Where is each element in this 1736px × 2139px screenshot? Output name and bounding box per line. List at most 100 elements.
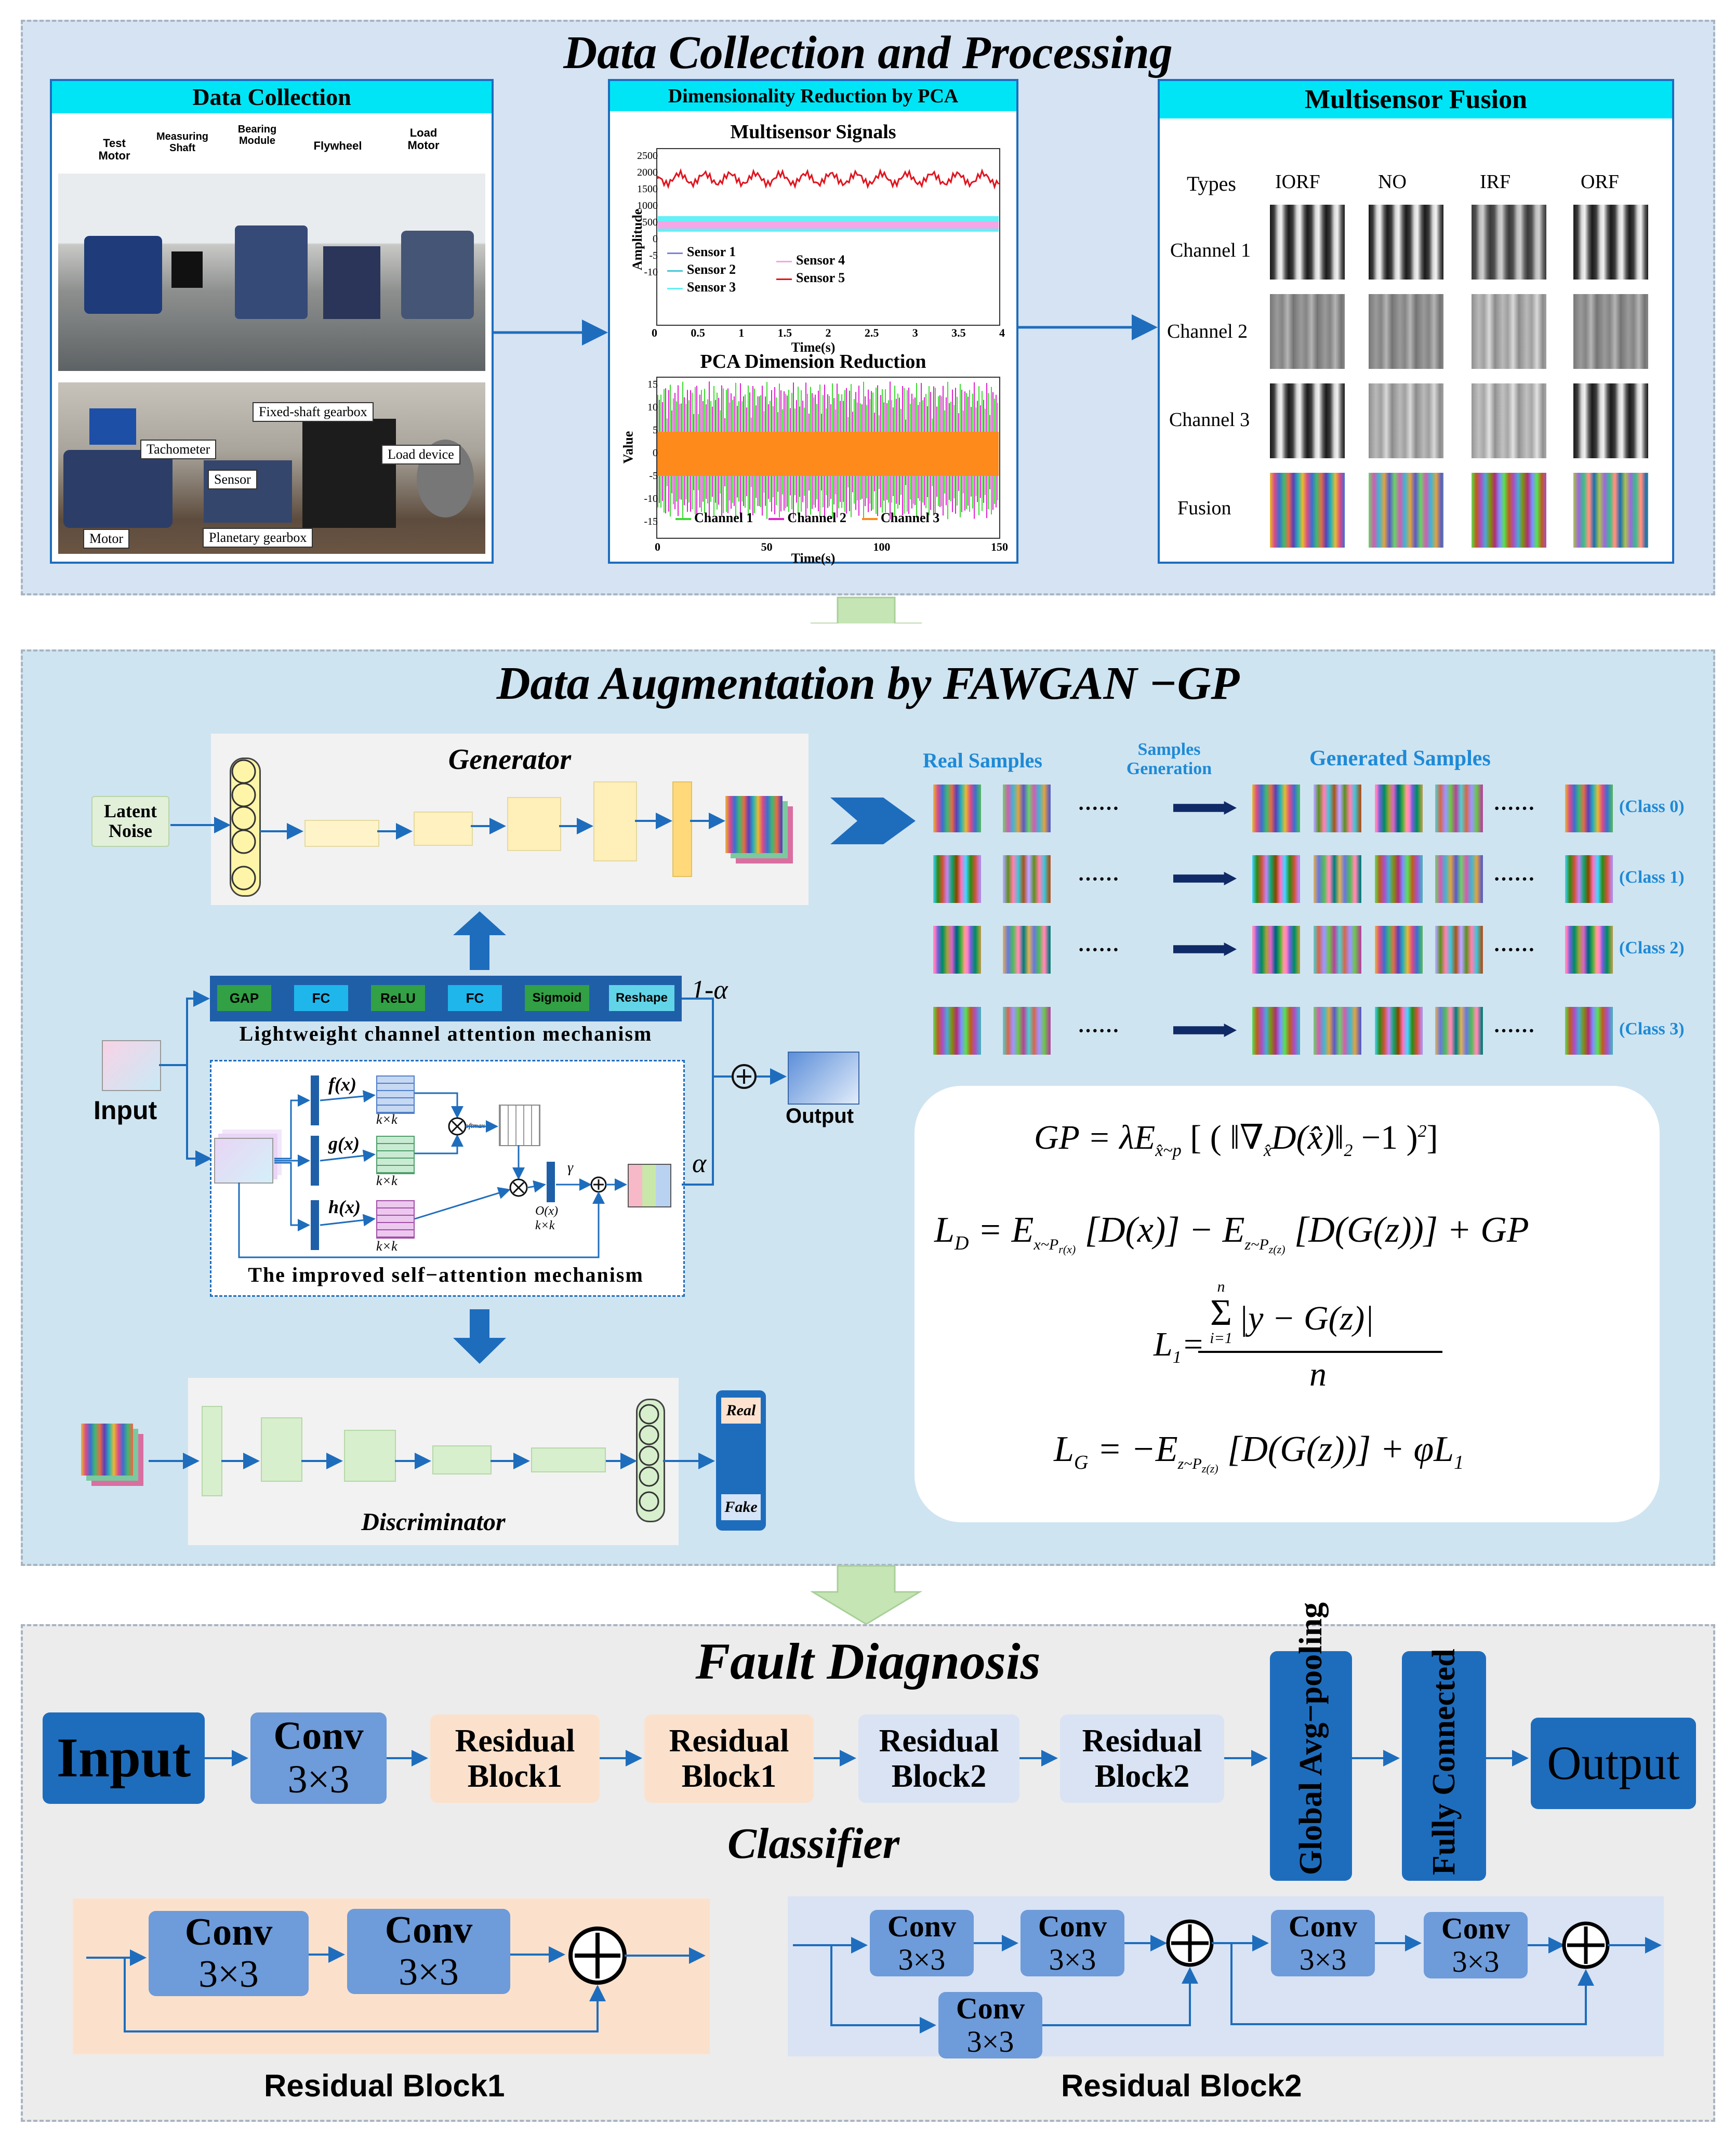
- chart1-ytick: -10: [644, 267, 658, 278]
- img-fusion-no: [1369, 473, 1443, 548]
- real-sample-thumb: [933, 1007, 981, 1055]
- attention-to-discriminator-arrow: [453, 1309, 506, 1364]
- classifier-label: Classifier: [727, 1819, 900, 1868]
- real-label: Real: [721, 1398, 761, 1424]
- sum-node: [732, 1064, 757, 1089]
- img-ch1-orf: [1573, 205, 1648, 280]
- chart1-xtick: 3.5: [951, 326, 966, 339]
- generated-sample-thumb: [1565, 926, 1613, 974]
- eq-l1-bar: [1198, 1351, 1442, 1353]
- down-arrow-1: [810, 596, 923, 623]
- generated-sample-thumb: [1252, 855, 1300, 903]
- data-collection-box: Data Collection Test Motor Measuring Sha…: [50, 79, 494, 564]
- real-sample-thumb: [933, 855, 981, 903]
- img-ch2-orf: [1573, 294, 1648, 369]
- flywheel-shape: [323, 246, 380, 319]
- chart2-ytick: 5: [653, 424, 658, 436]
- legend-channel1: Channel 1: [675, 510, 753, 526]
- chart1-xtick: 1.5: [777, 326, 792, 339]
- legend-sensor3: Sensor 3: [667, 278, 736, 296]
- chart1-xtick: 3: [912, 326, 918, 339]
- chart2-frame: [656, 377, 1000, 539]
- chart1-yticks: 2500 2000 1500 1000 500 0 -5 -10: [631, 148, 658, 281]
- rig2-label-planetary: Planetary gearbox: [203, 528, 313, 548]
- isa-g-bar: [311, 1136, 319, 1186]
- input-label: Input: [94, 1096, 157, 1125]
- img-ch3-irf: [1472, 383, 1546, 458]
- legend-channel3: Channel 3: [862, 510, 939, 526]
- eq-l1-den: n: [1309, 1356, 1327, 1393]
- img-ch1-no: [1369, 205, 1443, 280]
- generated-sample-thumb: [1435, 855, 1483, 903]
- chart2-xlabel: Time(s): [791, 551, 836, 566]
- generated-sample-thumb: [1252, 926, 1300, 974]
- isa-output-cube: [628, 1164, 671, 1207]
- rig2-label-tachometer: Tachometer: [140, 440, 217, 459]
- eq-ld: LD = Ex~Pr(x) [D(x)] − Ez~Pz(z) [D(G(z))…: [934, 1210, 1529, 1256]
- generated-sample-thumb: [1435, 1007, 1483, 1055]
- real-sample-thumb: [1003, 855, 1051, 903]
- rig1-label-measuring-shaft: Measuring Shaft: [156, 131, 209, 154]
- eq-l1: L1= n Σ i=1 |y − G(z)| n: [1154, 1278, 1465, 1398]
- section1-arrows: [492, 314, 1158, 623]
- samples-generation-label: Samples Generation: [1126, 740, 1212, 779]
- chart1-ytick: 0: [653, 233, 658, 245]
- generated-sample-thumb: [1252, 785, 1300, 832]
- ellipsis: ······: [1493, 867, 1535, 891]
- chart2-ytick: 15: [647, 379, 658, 390]
- chart1-ytick: -5: [649, 250, 658, 261]
- real-samples-label: Real Samples: [923, 749, 1042, 772]
- ellipsis: ······: [1493, 796, 1535, 820]
- section3-title: Fault Diagnosis: [695, 1632, 1041, 1690]
- chart1-ytick: 2000: [637, 167, 658, 178]
- isa-o-bar: [547, 1162, 555, 1202]
- pca-box: Dimensionality Reduction by PCA Multisen…: [608, 79, 1018, 566]
- chart1-ytick: 500: [642, 217, 658, 228]
- lca-fc1: FC: [294, 985, 348, 1011]
- rig1-label-test-motor: Test Motor: [98, 137, 130, 163]
- generated-sample-thumb: [1252, 1007, 1300, 1055]
- eq-l1-lhs: L1=: [1154, 1325, 1205, 1367]
- img-ch3-iorf: [1270, 383, 1345, 458]
- img-ch2-iorf: [1270, 294, 1345, 369]
- img-ch2-no: [1369, 294, 1443, 369]
- row-label-channel3: Channel 3: [1169, 409, 1250, 431]
- bearing-module-shape: [235, 225, 308, 319]
- legend-channel2: Channel 2: [768, 510, 846, 526]
- pipeline-gap: Global Avg−pooling: [1270, 1602, 1352, 1881]
- isa-f-bar: [311, 1075, 319, 1125]
- generated-sample-thumb: [1314, 785, 1361, 832]
- isa-f-grid: [376, 1075, 415, 1114]
- chart2-legend: Channel 1 Channel 2 Channel 3: [675, 510, 939, 526]
- generated-sample-thumb: [1314, 855, 1361, 903]
- img-fusion-iorf: [1270, 473, 1345, 548]
- generated-sample-thumb: [1565, 785, 1613, 832]
- row-label-channel1: Channel 1: [1170, 240, 1251, 261]
- generator-box: Generator: [211, 734, 809, 905]
- real-sample-thumb: [933, 926, 981, 974]
- class-label: (Class 1): [1619, 868, 1685, 887]
- pipeline-rb2-b: Residual Block2: [1060, 1715, 1224, 1803]
- data-collection-header: Data Collection: [52, 81, 492, 113]
- rig2-label-motor: Motor: [83, 529, 129, 549]
- generated-sample-thumb: [1435, 926, 1483, 974]
- output-label: Output: [786, 1105, 854, 1127]
- generated-sample-thumb: [1565, 1007, 1613, 1055]
- fusion-box: Multisensor Fusion Types IORF NO IRF ORF…: [1158, 79, 1674, 564]
- generated-sample-thumb: [1435, 785, 1483, 832]
- img-ch1-irf: [1472, 205, 1546, 280]
- gen-layer1: [304, 820, 379, 847]
- chart2-xtick: 150: [990, 540, 1008, 553]
- row-label-channel2: Channel 2: [1167, 321, 1248, 342]
- rig1-label-load-motor: Load Motor: [407, 126, 440, 152]
- lca-relu: ReLU: [371, 985, 425, 1011]
- chart2-ytick: 10: [647, 402, 658, 413]
- disc-layer3: [344, 1430, 396, 1482]
- lca-fc2: FC: [448, 985, 502, 1011]
- generated-sample-thumb: [1375, 855, 1423, 903]
- ellipsis: ······: [1078, 1019, 1120, 1042]
